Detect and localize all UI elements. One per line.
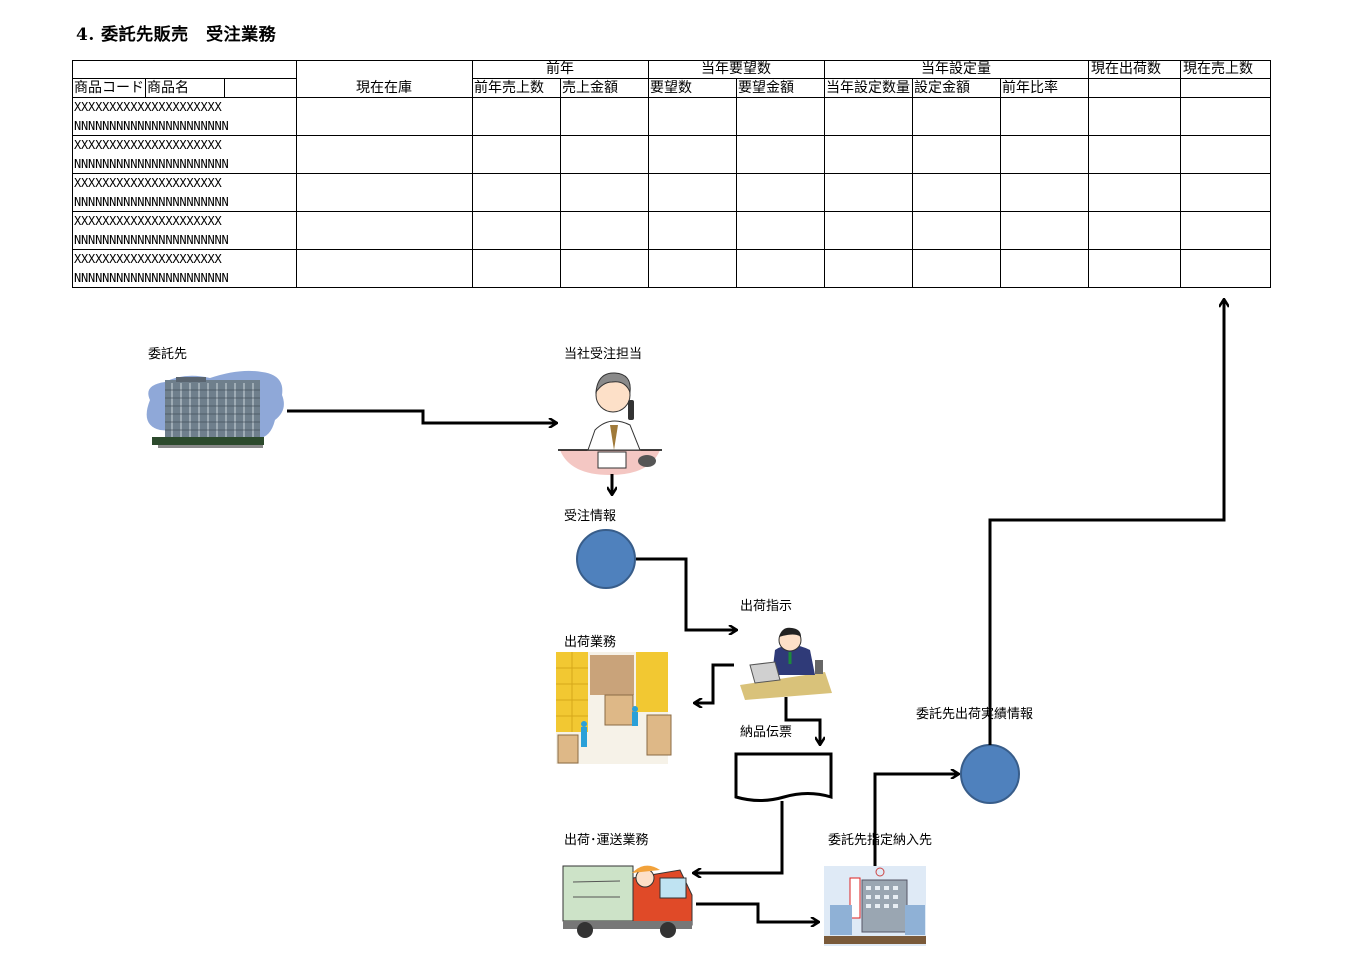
label-designated-destination: 委託先指定納入先	[828, 833, 933, 848]
product-code-cell: XXXXXXXXXXXXXXXXXXXXX	[74, 176, 222, 190]
office-worker-icon	[740, 627, 832, 700]
label-shipping-instruction: 出荷指示	[740, 599, 793, 614]
warehouse-icon	[556, 652, 672, 764]
flow-arrow	[873, 774, 958, 866]
header-request-qty: 要望数	[650, 80, 692, 96]
flow-arrow	[988, 300, 1224, 745]
flow-arrow	[784, 697, 820, 744]
label-consignee: 委託先	[148, 347, 188, 362]
product-name-cell: NNNNNNNNNNNNNNNNNNNNNN	[74, 119, 229, 133]
header-yoy-ratio: 前年比率	[1002, 80, 1058, 96]
header-product-code: 商品コード	[74, 80, 144, 96]
header-current-sold: 現在売上数	[1183, 61, 1253, 77]
office-building-icon	[146, 370, 284, 448]
order-info-node	[576, 529, 636, 589]
delivery-truck-icon	[562, 865, 693, 938]
label-shipping-transport: 出荷･運送業務	[564, 833, 649, 848]
product-name-cell: NNNNNNNNNNNNNNNNNNNNNN	[74, 271, 229, 285]
flow-arrow	[694, 801, 784, 873]
shipment-results-node	[960, 744, 1020, 804]
header-product-name: 商品名	[147, 80, 189, 96]
label-shipment-results: 委託先出荷実績情報	[916, 707, 1034, 722]
page-title: 4. 委託先販売 受注業務	[76, 25, 277, 45]
delivery-slip-document	[734, 752, 833, 802]
flow-arrow	[695, 663, 734, 703]
header-current-request: 当年要望数	[701, 61, 771, 77]
header-current-setting: 当年設定量	[921, 61, 991, 77]
header-set-qty: 当年設定数量	[826, 80, 910, 96]
header-sales-amount: 売上金額	[562, 80, 618, 96]
product-code-cell: XXXXXXXXXXXXXXXXXXXXX	[74, 214, 222, 228]
product-name-cell: NNNNNNNNNNNNNNNNNNNNNN	[74, 195, 229, 209]
header-request-amount: 要望金額	[738, 80, 794, 96]
flow-arrow	[696, 902, 818, 922]
product-name-cell: NNNNNNNNNNNNNNNNNNNNNN	[74, 233, 229, 247]
label-order-info: 受注情報	[564, 509, 617, 524]
flow-arrow	[636, 557, 736, 630]
label-order-staff: 当社受注担当	[564, 347, 643, 362]
header-prev-year: 前年	[546, 61, 574, 77]
phone-operator-icon	[558, 372, 662, 475]
label-delivery-slip: 納品伝票	[740, 725, 793, 740]
product-code-cell: XXXXXXXXXXXXXXXXXXXXX	[74, 138, 222, 152]
header-current-shipped: 現在出荷数	[1091, 61, 1161, 77]
header-set-amount: 設定金額	[914, 80, 970, 96]
header-prev-sales-qty: 前年売上数	[474, 80, 544, 96]
store-building-icon	[824, 866, 926, 946]
table-grid	[72, 60, 1271, 288]
header-current-stock: 現在在庫	[356, 80, 412, 96]
product-code-cell: XXXXXXXXXXXXXXXXXXXXX	[74, 100, 222, 114]
product-code-cell: XXXXXXXXXXXXXXXXXXXXX	[74, 252, 222, 266]
product-name-cell: NNNNNNNNNNNNNNNNNNNNNN	[74, 157, 229, 171]
label-shipping-work: 出荷業務	[564, 635, 617, 650]
flow-arrow	[287, 409, 556, 423]
